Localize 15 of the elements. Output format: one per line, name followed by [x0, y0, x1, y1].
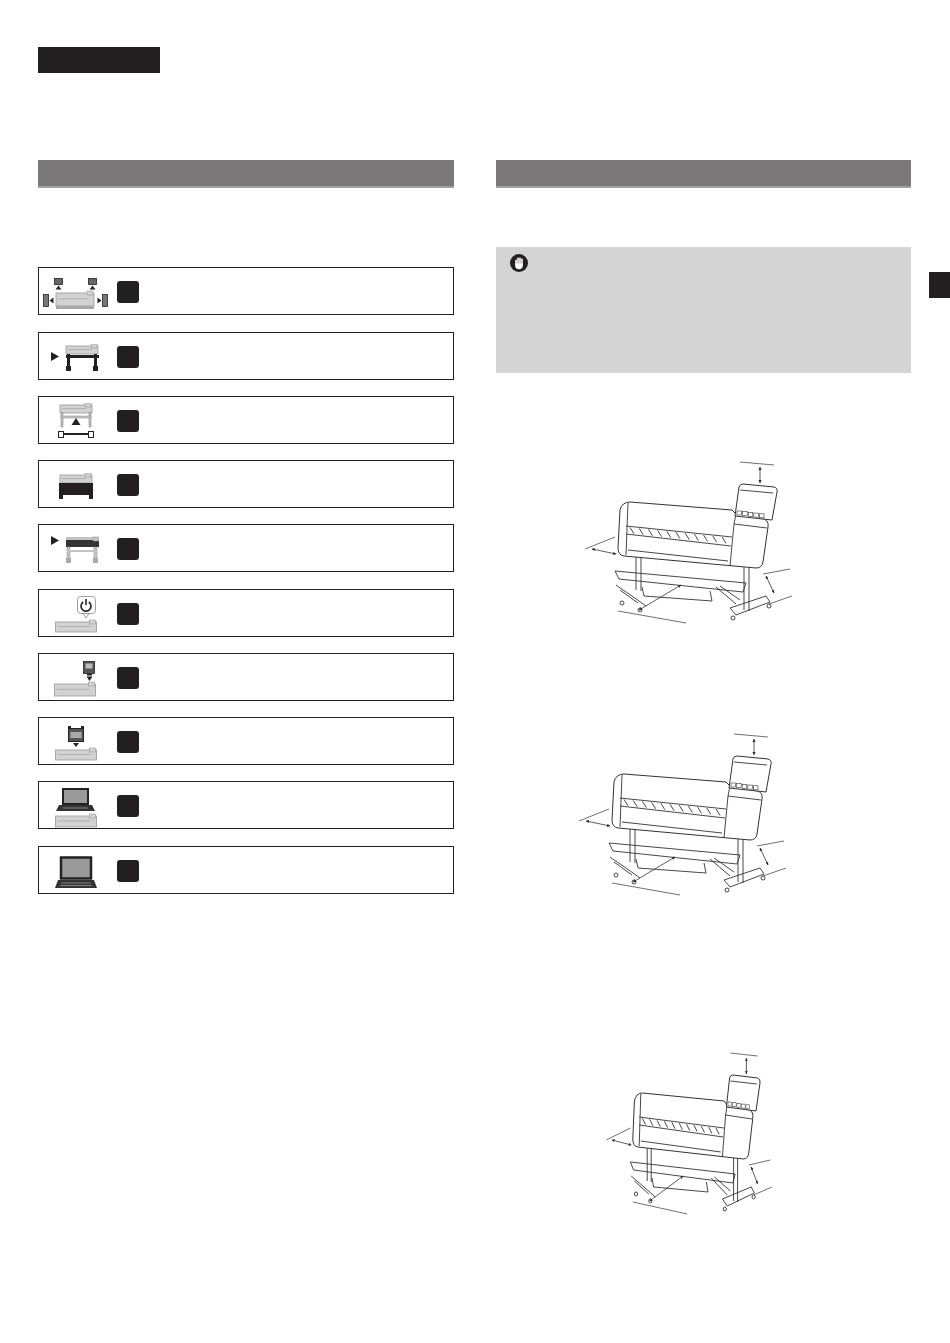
section-header-bar — [496, 160, 911, 188]
step-box — [38, 460, 454, 508]
step-box — [38, 267, 454, 315]
step-box — [38, 781, 454, 829]
side-index-tab — [929, 272, 950, 298]
step-box — [38, 717, 454, 765]
step-box — [38, 589, 454, 637]
step-box — [38, 653, 454, 701]
step-box — [38, 846, 454, 894]
section-header-bar — [38, 160, 454, 188]
note-panel — [496, 247, 911, 373]
step-box — [38, 524, 454, 572]
step-box — [38, 396, 454, 444]
step-box — [38, 332, 454, 380]
heading-tab — [38, 47, 160, 73]
